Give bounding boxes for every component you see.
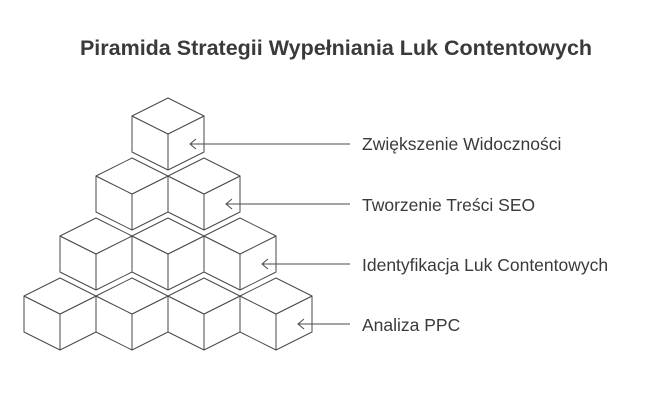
cube: [131, 97, 205, 171]
cube-pyramid: [23, 97, 313, 351]
level-label-top: Zwiększenie Widoczności: [362, 134, 562, 154]
cube: [239, 277, 313, 351]
arrowhead-icon: [189, 138, 197, 150]
arrowhead-icon: [225, 198, 233, 210]
cube: [95, 277, 169, 351]
cube: [131, 217, 205, 291]
cube-top-face: [239, 277, 313, 315]
cube: [203, 217, 277, 291]
page-title: Piramida Strategii Wypełniania Luk Conte…: [79, 36, 593, 60]
cube: [167, 277, 241, 351]
arrowhead-icon: [297, 318, 305, 330]
cube-top-face: [131, 97, 205, 135]
cube-top-face: [203, 217, 277, 255]
arrow-group: [189, 138, 350, 330]
level-label-base: Analiza PPC: [362, 315, 461, 335]
cube-top-face: [167, 157, 241, 195]
cube: [23, 277, 97, 351]
cube: [167, 157, 241, 231]
cube: [95, 157, 169, 231]
level-label-second: Tworzenie Treści SEO: [362, 195, 536, 215]
arrowhead-icon: [261, 258, 269, 270]
level-label-third: Identyfikacja Luk Contentowych: [362, 255, 609, 275]
cube: [59, 217, 133, 291]
